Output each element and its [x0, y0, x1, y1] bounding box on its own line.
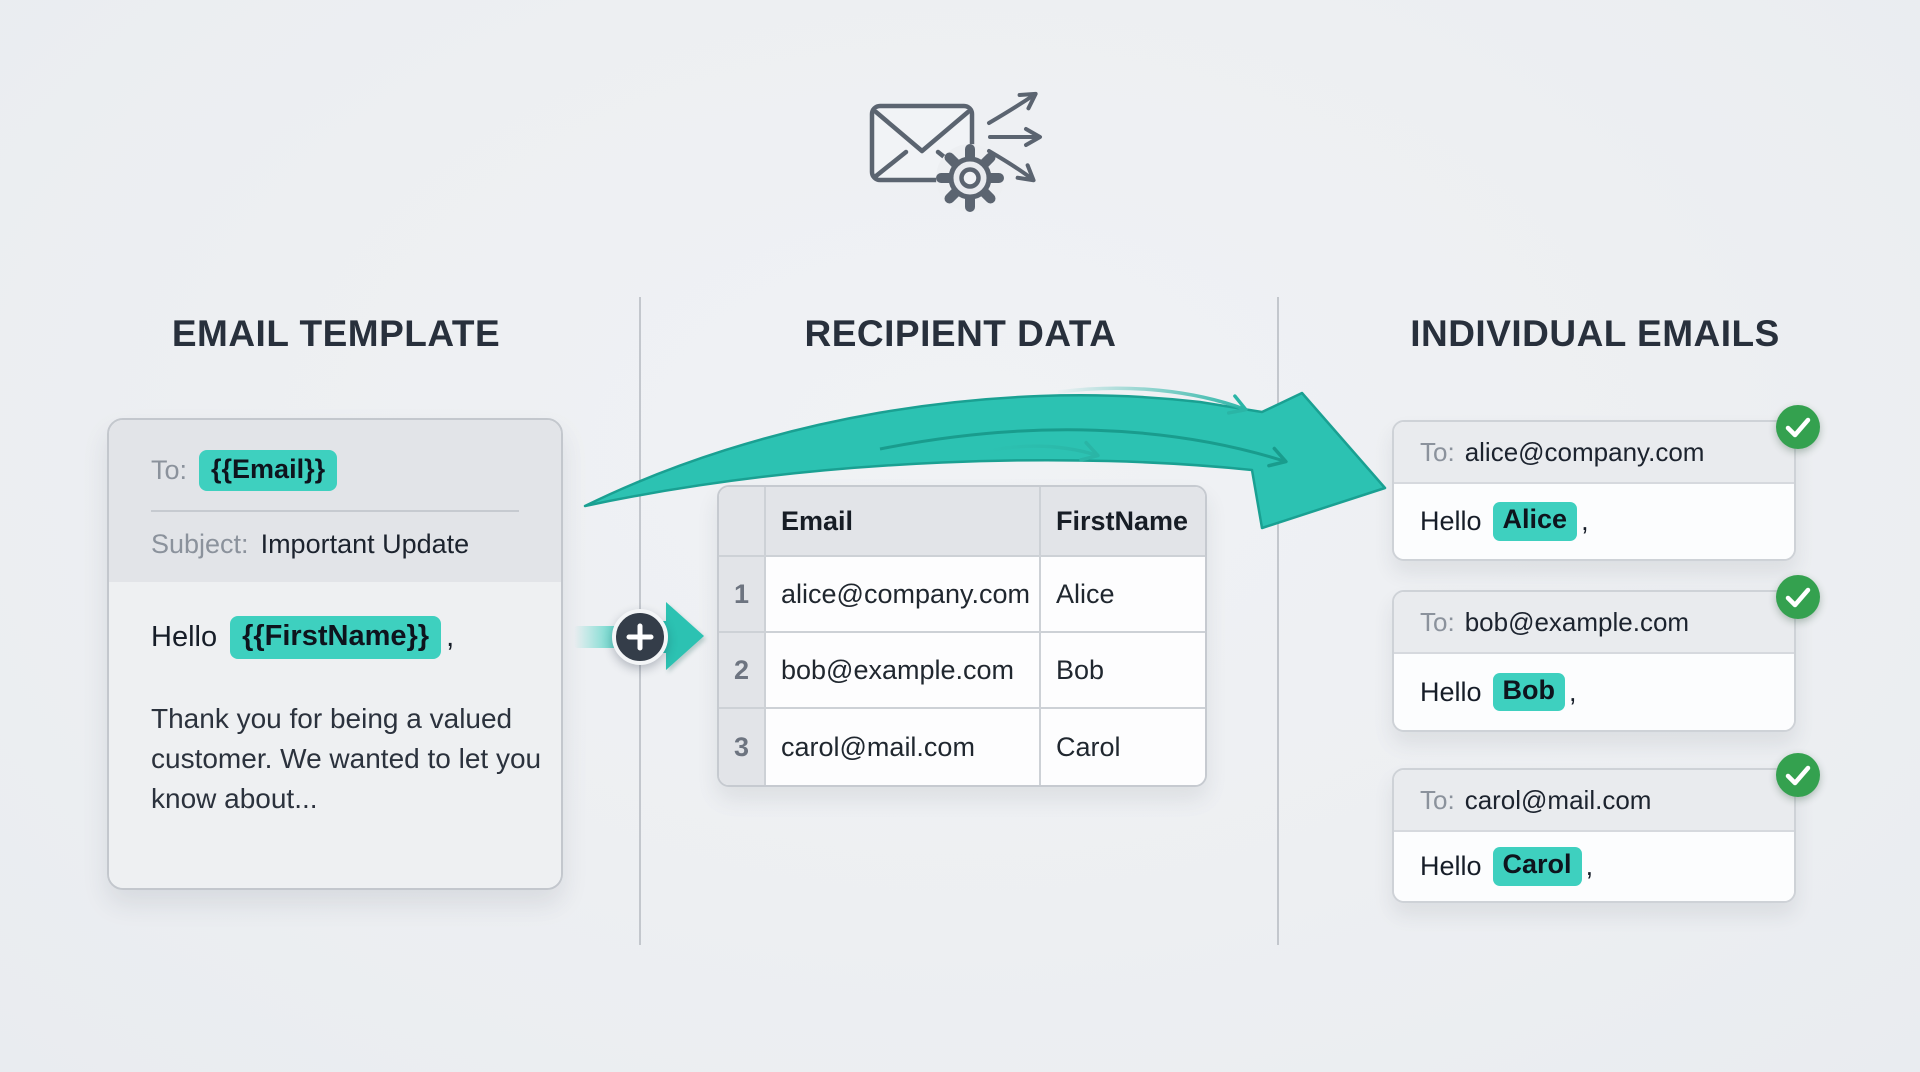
template-subject-row: Subject: Important Update [151, 529, 519, 560]
merged-name: Carol [1492, 847, 1582, 886]
template-header-divider [151, 510, 519, 513]
cell-firstname: Alice [1041, 557, 1205, 633]
greeting-prefix: Hello [1420, 851, 1482, 881]
table-corner-cell [719, 487, 766, 557]
to-label: To: [1420, 606, 1455, 637]
to-label: To: [1420, 784, 1455, 815]
greeting-suffix: , [1581, 506, 1589, 536]
fanout-arrows-icon [987, 91, 1042, 183]
email-card-header: To: alice@company.com [1394, 422, 1794, 484]
subject-label: Subject: [151, 529, 249, 560]
cell-email: bob@example.com [766, 633, 1041, 709]
heading-recipient-data: RECIPIENT DATA [804, 313, 1117, 354]
heading-email-template: EMAIL TEMPLATE [171, 313, 501, 354]
flow-arrow-mid [991, 440, 1100, 462]
greeting-suffix: , [1569, 676, 1577, 707]
individual-email-card: To: alice@company.com Hello Alice , [1392, 405, 1820, 561]
heading-individual-emails: INDIVIDUAL EMAILS [1410, 313, 1780, 354]
email-template-card: To: {{Email}} Subject: Important Update … [107, 418, 563, 890]
row-number: 3 [719, 709, 766, 785]
column-divider-right [1277, 297, 1279, 945]
greeting-prefix: Hello [1420, 506, 1482, 536]
plus-icon [612, 609, 668, 665]
swoosh-inner-arrow [879, 428, 1288, 468]
merged-name: Alice [1492, 502, 1578, 541]
email-address: alice@company.com [1464, 436, 1705, 467]
recipient-table: Email FirstName 1 alice@company.com Alic… [717, 485, 1207, 787]
subject-value: Important Update [260, 529, 470, 560]
firstname-merge-token: {{FirstName}} [230, 616, 442, 660]
merged-name: Bob [1492, 672, 1566, 712]
template-card-body: Hello {{FirstName}} , Thank you for bein… [109, 582, 561, 888]
email-address: bob@example.com [1464, 606, 1690, 637]
template-greeting: Hello {{FirstName}} , [151, 616, 519, 660]
greeting-suffix: , [446, 621, 455, 654]
template-body-text: Thank you for being a valued customer. W… [151, 703, 542, 815]
check-icon [1776, 753, 1820, 797]
cell-firstname: Bob [1041, 633, 1205, 709]
email-card-body: Hello Bob , [1394, 654, 1794, 730]
cell-email: carol@mail.com [766, 709, 1041, 785]
individual-email-card: To: carol@mail.com Hello Carol , [1392, 753, 1820, 903]
row-number: 1 [719, 557, 766, 633]
cell-email: alice@company.com [766, 557, 1041, 633]
check-icon [1776, 575, 1820, 619]
email-address: carol@mail.com [1464, 784, 1652, 815]
merge-arrow-icon [666, 602, 704, 670]
envelope-gear-fanout-icon [869, 91, 1042, 212]
greeting-prefix: Hello [151, 621, 218, 654]
to-label: To: [151, 455, 188, 486]
email-card-body: Hello Alice , [1394, 484, 1794, 559]
table-header-firstname: FirstName [1041, 487, 1205, 557]
check-icon [1776, 405, 1820, 449]
greeting-suffix: , [1585, 851, 1594, 881]
email-card-body: Hello Carol , [1394, 832, 1794, 901]
email-card-header: To: bob@example.com [1394, 592, 1794, 654]
table-header-email: Email [766, 487, 1041, 557]
individual-email-card: To: bob@example.com Hello Bob , [1392, 575, 1820, 732]
row-number: 2 [719, 633, 766, 709]
email-merge-token: {{Email}} [199, 450, 338, 492]
template-card-header: To: {{Email}} Subject: Important Update [109, 420, 561, 583]
flow-arrow-top [1057, 386, 1248, 415]
greeting-prefix: Hello [1420, 676, 1482, 707]
to-label: To: [1420, 436, 1455, 467]
gear-icon [936, 144, 1004, 212]
merge-gradient-bar [574, 626, 620, 648]
cell-firstname: Carol [1041, 709, 1205, 785]
template-to-row: To: {{Email}} [151, 450, 519, 492]
email-card-header: To: carol@mail.com [1394, 770, 1794, 832]
